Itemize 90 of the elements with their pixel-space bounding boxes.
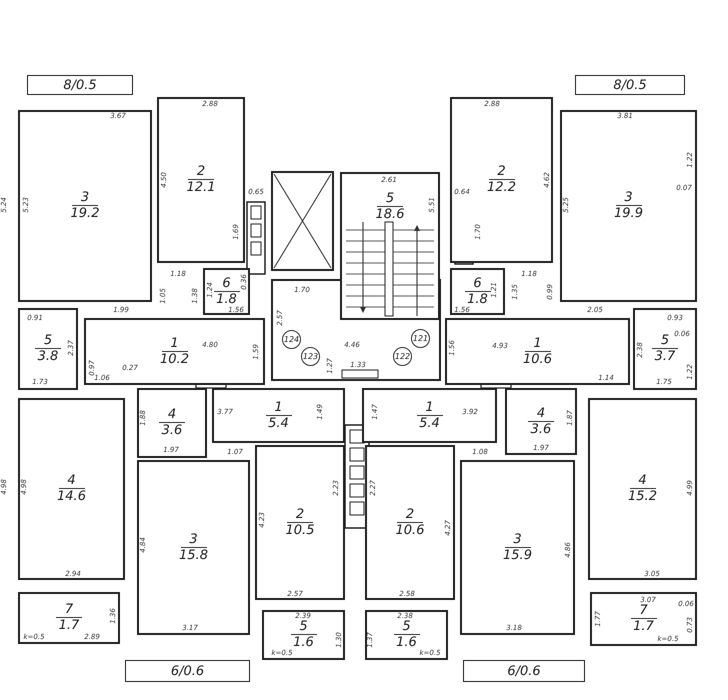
- room-number: 4: [67, 474, 76, 487]
- room: [18, 308, 78, 390]
- room-area: 12.2: [487, 181, 516, 195]
- room-area: 14.6: [57, 490, 86, 504]
- room: [203, 268, 250, 315]
- room: [255, 445, 345, 600]
- room-area: 12.1: [186, 181, 216, 195]
- room-number: 3: [80, 191, 90, 204]
- room-number: 2: [406, 508, 414, 520]
- room: [450, 268, 505, 315]
- room-number: 5: [402, 620, 411, 633]
- room-area: 1.8: [467, 292, 488, 306]
- room-number: 2: [196, 165, 206, 178]
- room-area: 19.2: [70, 207, 100, 221]
- room-area: 3.8: [38, 350, 58, 364]
- room-area: 5.4: [268, 416, 289, 430]
- room: [633, 308, 697, 390]
- room: [18, 592, 120, 644]
- balcony-label: 8/0.5: [63, 78, 97, 92]
- room-number: 2: [296, 508, 304, 520]
- room: [460, 460, 575, 635]
- room: [445, 318, 630, 385]
- room-area: 15.8: [179, 548, 208, 562]
- circle-marker: [301, 347, 320, 366]
- room-area: 3.6: [162, 424, 182, 438]
- room-area: 10.2: [160, 352, 189, 366]
- room: [590, 592, 697, 646]
- room-number: 7: [639, 604, 648, 617]
- room-area: 5.4: [419, 416, 440, 430]
- circle-marker: [393, 347, 412, 366]
- circle-marker: [411, 329, 430, 348]
- marker-number: 122: [394, 352, 410, 361]
- room-area: 3.6: [530, 422, 552, 436]
- balcony-tag: [575, 75, 685, 95]
- marker-number: 121: [412, 334, 428, 343]
- room-number: 1: [274, 400, 283, 414]
- room-number: 4: [638, 474, 647, 487]
- marker-number: 123: [302, 352, 318, 361]
- balcony-label: 6/0.6: [507, 664, 541, 678]
- room-area: 1.6: [293, 636, 314, 650]
- room-number: 4: [168, 408, 176, 421]
- room: [137, 460, 250, 635]
- room-number: 5: [44, 334, 52, 347]
- room: [18, 398, 125, 580]
- room-area: 19.9: [614, 207, 643, 221]
- room-number: 5: [386, 192, 394, 205]
- room: [157, 97, 245, 263]
- room: [365, 610, 448, 660]
- balcony-tag: [27, 75, 133, 95]
- room-area: 1.6: [396, 636, 417, 650]
- room-number: 5: [660, 334, 670, 347]
- room-number: 7: [64, 603, 74, 616]
- room-number: 3: [624, 191, 633, 204]
- balcony-label: 8/0.5: [613, 78, 647, 92]
- room-number: 6: [473, 276, 482, 290]
- room-area: 15.2: [628, 490, 657, 504]
- room: [212, 388, 345, 443]
- room-area: 1.7: [633, 620, 654, 634]
- circle-marker: [282, 330, 301, 349]
- room: [362, 388, 497, 443]
- room-area: 10.6: [523, 352, 552, 366]
- room-area: 10.5: [286, 524, 314, 538]
- balcony-label: 6/0.6: [170, 664, 204, 678]
- room-number: 2: [497, 165, 506, 178]
- balcony-tag: [125, 660, 250, 682]
- room-number: 6: [222, 276, 231, 290]
- room: [365, 445, 455, 600]
- room-number: 4: [536, 406, 546, 420]
- room: [262, 610, 345, 660]
- room-area: 18.6: [376, 208, 404, 222]
- room-number: 1: [533, 336, 542, 350]
- room-area: 1.8: [216, 292, 237, 306]
- room: [18, 110, 152, 302]
- room: [84, 318, 265, 385]
- room: [450, 97, 553, 263]
- room-area: 15.9: [503, 548, 532, 562]
- room-area: 1.7: [58, 619, 80, 633]
- room-number: 3: [189, 532, 198, 546]
- marker-number: 124: [284, 335, 300, 344]
- room-area: 3.7: [654, 350, 676, 364]
- room: [137, 388, 207, 458]
- room-number: 1: [170, 336, 179, 350]
- room-area: 10.6: [396, 524, 424, 538]
- room: [560, 110, 697, 302]
- room: [588, 398, 697, 580]
- balcony-tag: [463, 660, 585, 682]
- room-number: 3: [513, 532, 522, 546]
- room-number: 5: [299, 620, 308, 633]
- room-number: 1: [425, 400, 434, 414]
- room: [505, 388, 577, 455]
